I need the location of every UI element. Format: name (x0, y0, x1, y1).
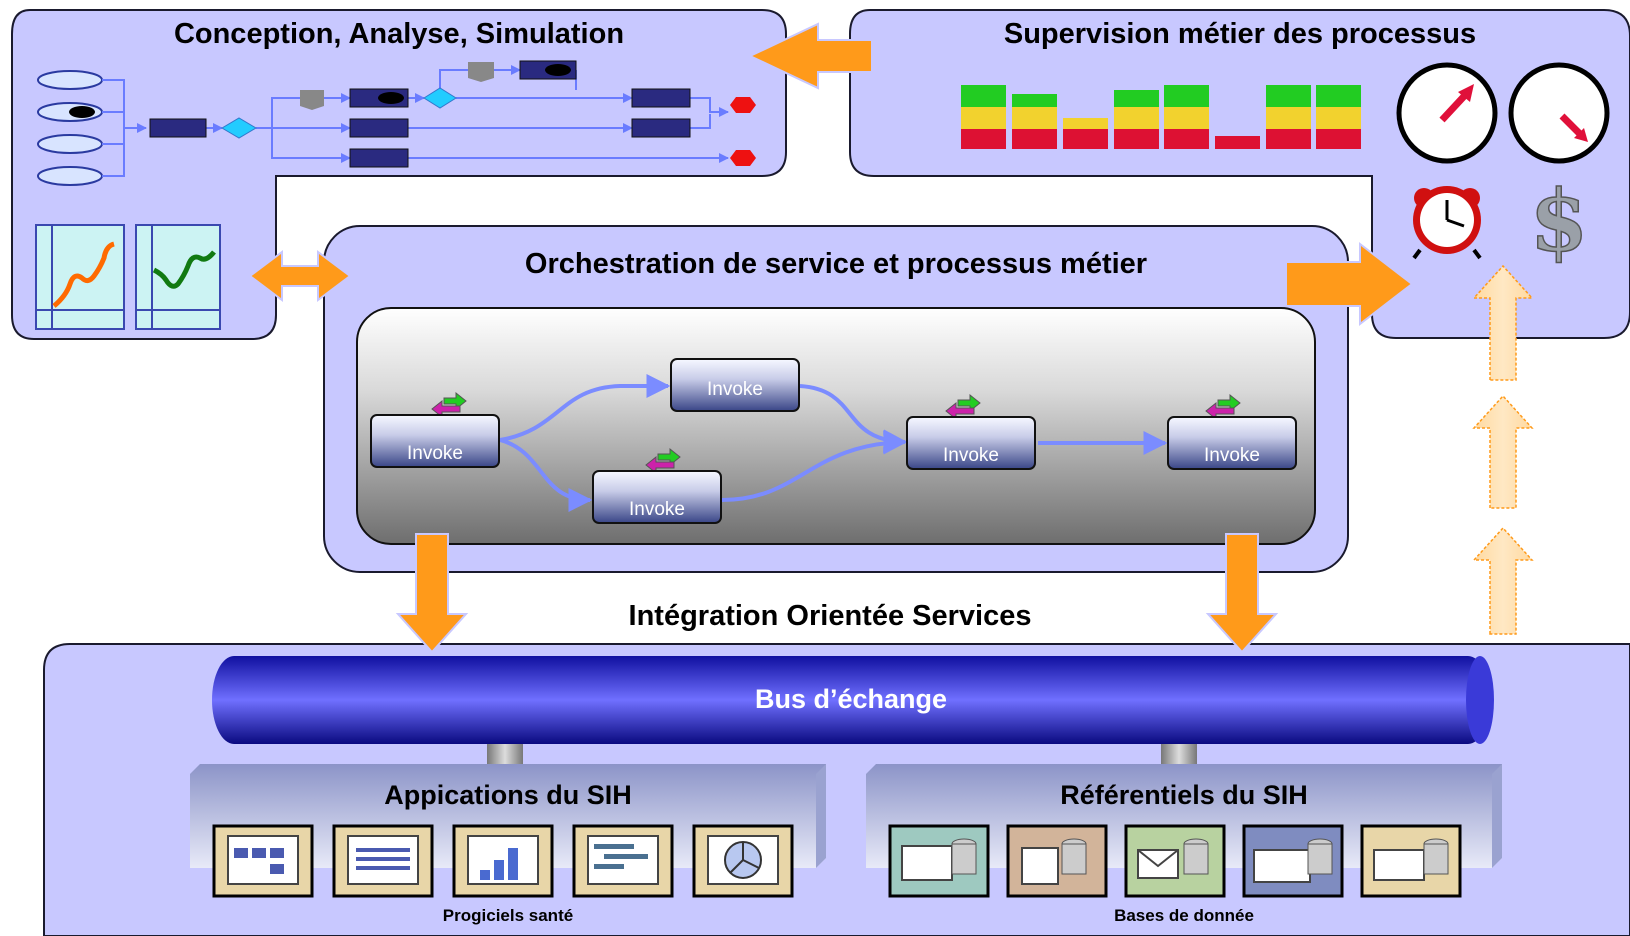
bus-label: Bus d’échange (754, 684, 948, 714)
database-icon (1242, 824, 1344, 898)
applications-caption: Progiciels santé (442, 906, 574, 925)
arrow-up (1472, 394, 1534, 509)
analysis-chart-icons (35, 224, 221, 330)
clock-icon (1412, 186, 1482, 260)
database-icon (1006, 824, 1108, 898)
orchestration-flow-arrows (499, 374, 1168, 512)
bus-connector (487, 744, 523, 766)
flow-arrows (248, 22, 1414, 654)
application-icons (212, 824, 794, 898)
arrow-up (1472, 264, 1534, 381)
invoke-label: Invoke (1204, 445, 1260, 466)
bus-connector (1161, 744, 1197, 766)
invoke-node: Invoke (592, 470, 722, 524)
exchange-arrow-icons (431, 391, 1241, 475)
invoke-node: Invoke (670, 358, 800, 412)
invoke-label: Invoke (407, 443, 463, 464)
invoke-label: Invoke (707, 379, 763, 400)
conception-title: Conception, Analyse, Simulation (173, 18, 625, 50)
arrow-left (747, 22, 873, 90)
document-icon (332, 824, 434, 898)
invoke-label: Invoke (629, 499, 685, 520)
arrow-bidirectional (248, 250, 352, 302)
arrow-down (395, 533, 469, 654)
arrow-right (1285, 241, 1414, 327)
referentiels-title: Référentiels du SIH (1060, 780, 1308, 810)
process-diagram-icon (212, 824, 314, 898)
referentiels-caption: Bases de donnée (1114, 906, 1254, 925)
gauge-icon (1508, 62, 1610, 164)
database-icons (888, 824, 1462, 898)
invoke-node: Invoke (906, 416, 1036, 470)
pie-chart-icon (692, 824, 794, 898)
dollar-icon: $ (1529, 170, 1589, 271)
arrow-down (1205, 533, 1279, 654)
chart-icon (452, 824, 554, 898)
invoke-label: Invoke (943, 445, 999, 466)
database-icon (1360, 824, 1462, 898)
pale-up-arrows (1472, 264, 1534, 635)
supervision-title: Supervision métier des processus (1003, 18, 1477, 50)
integration-title: Intégration Orientée Services (628, 600, 1032, 632)
kpi-bar-chart (961, 85, 1361, 149)
exchange-bus (212, 656, 1494, 744)
database-icon (888, 824, 990, 898)
orchestration-title: Orchestration de service et processus mé… (524, 248, 1148, 280)
database-icon (1124, 824, 1226, 898)
arrow-up (1472, 526, 1534, 635)
invoke-node: Invoke (370, 414, 500, 468)
gauge-icon (1396, 62, 1498, 164)
process-model-diagram (37, 60, 756, 186)
applications-title: Appications du SIH (384, 780, 632, 810)
svg-text:$: $ (1530, 171, 1588, 270)
invoke-node: Invoke (1167, 416, 1297, 470)
gantt-icon (572, 824, 674, 898)
